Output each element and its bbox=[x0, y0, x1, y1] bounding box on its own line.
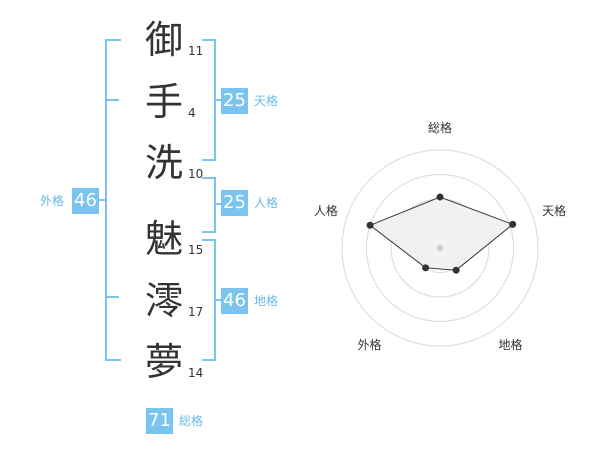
radar-axis-label-5: 人格 bbox=[314, 203, 338, 218]
stroke-count-5: 17 bbox=[188, 305, 204, 319]
tenkaku-score-box: 25 bbox=[221, 88, 248, 114]
radar-point-1 bbox=[436, 193, 444, 201]
gaikaku-bracket bbox=[105, 39, 121, 361]
name-char-4: 魅 bbox=[144, 217, 183, 261]
jinkaku-label: 人格 bbox=[254, 196, 279, 210]
radar-axis-label-2: 天格 bbox=[542, 203, 566, 218]
tenkaku-label: 天格 bbox=[254, 94, 279, 108]
name-char-2: 手 bbox=[144, 80, 183, 124]
soukaku-label: 総格 bbox=[179, 414, 204, 428]
name-char-5: 澪 bbox=[144, 279, 183, 323]
gaikaku-connector bbox=[99, 199, 106, 201]
stroke-count-1: 11 bbox=[188, 44, 204, 58]
radar-point-2 bbox=[509, 220, 517, 228]
chikaku-score-box: 46 bbox=[221, 288, 248, 314]
radar-point-4 bbox=[422, 264, 430, 272]
radar-point-3 bbox=[452, 266, 460, 274]
radar-axis-label-4: 外格 bbox=[357, 337, 381, 352]
gaikaku-label: 外格 bbox=[40, 194, 65, 208]
name-char-6: 夢 bbox=[144, 340, 183, 384]
name-char-3: 洗 bbox=[144, 141, 183, 185]
radar-point-5 bbox=[366, 221, 374, 229]
chikaku-connector bbox=[214, 299, 222, 301]
radar-axis-label-3: 地格 bbox=[499, 337, 523, 352]
gaikaku-bracket-tick bbox=[105, 99, 119, 101]
jinkaku-score-box: 25 bbox=[221, 190, 248, 216]
name-char-1: 御 bbox=[144, 18, 183, 62]
stroke-count-2: 4 bbox=[188, 106, 196, 120]
tenkaku-connector bbox=[214, 99, 222, 101]
gaikaku-bracket-tick bbox=[105, 296, 119, 298]
jinkaku-connector bbox=[214, 203, 222, 205]
radar-ring bbox=[366, 174, 514, 322]
stroke-count-3: 10 bbox=[188, 167, 204, 181]
radar-axis-label-1: 総格 bbox=[428, 120, 452, 135]
stroke-count-6: 14 bbox=[188, 366, 204, 380]
radar-area bbox=[369, 196, 514, 271]
chikaku-label: 地格 bbox=[254, 294, 279, 308]
radar-center bbox=[437, 245, 443, 251]
radar-ring bbox=[341, 149, 539, 347]
gaikaku-score-box: 46 bbox=[72, 188, 99, 214]
jinkaku-bracket bbox=[202, 177, 216, 233]
stroke-count-4: 15 bbox=[188, 243, 204, 257]
soukaku-score-box: 71 bbox=[146, 408, 173, 434]
